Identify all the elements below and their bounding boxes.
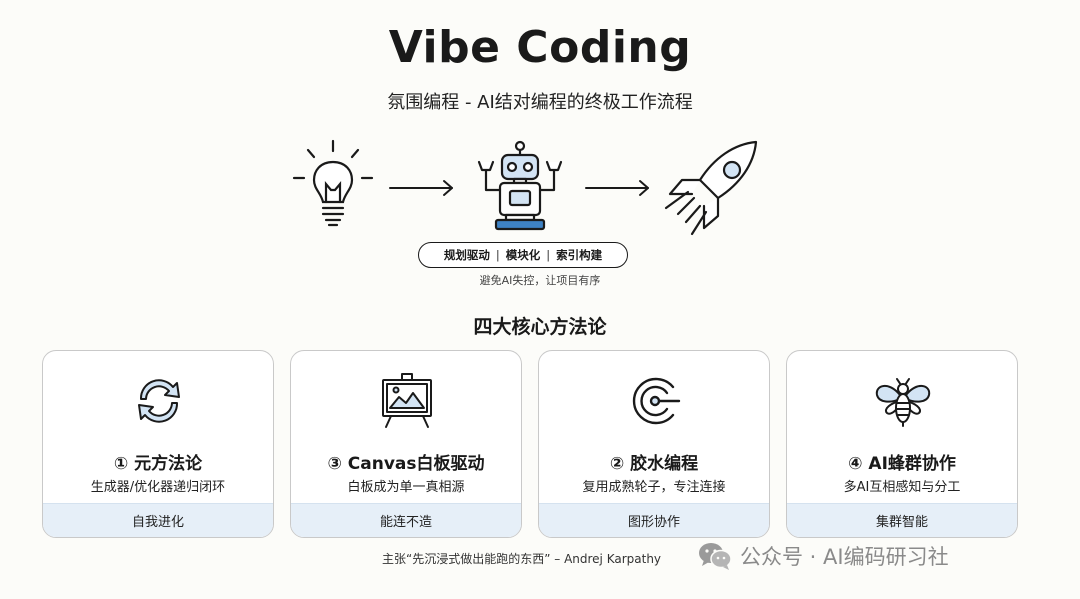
wechat-icon — [699, 543, 732, 570]
page-title: Vibe Coding — [388, 22, 692, 73]
lightbulb-icon — [292, 139, 374, 227]
card-description: 白板成为单一真相源 — [347, 480, 465, 495]
bee-icon — [875, 378, 931, 427]
watermark: 公众号 · AI编码研习社 — [698, 540, 949, 572]
pill-item: 模块化 — [505, 248, 541, 262]
card-description: 生成器/优化器递归闭环 — [90, 480, 226, 495]
card-title: ① 元方法论 — [113, 454, 203, 474]
card-footer: 自我进化 — [43, 503, 273, 537]
pill-note: 避免AI失控，让项目有序 — [479, 274, 601, 287]
page-subtitle: 氛围编程 - AI结对编程的终极工作流程 — [387, 92, 693, 113]
pill-item: 索引构建 — [556, 248, 603, 262]
robot-icon — [477, 140, 563, 231]
pill-separator: | — [495, 248, 500, 262]
methodology-card: ② 胶水编程 复用成熟轮子，专注连接 图形协作 — [538, 350, 770, 538]
card-footer: 能连不造 — [291, 503, 521, 537]
methodology-card: ① 元方法论 生成器/优化器递归闭环 自我进化 — [42, 350, 274, 538]
card-description: 多AI互相感知与分工 — [843, 480, 961, 495]
refresh-cycle-icon — [138, 379, 180, 423]
methodology-card: ③ Canvas白板驱动 白板成为单一真相源 能连不造 — [290, 350, 522, 538]
card-title: ④ AI蜂群协作 — [848, 454, 956, 474]
rocket-icon — [664, 140, 758, 236]
card-description: 复用成熟轮子，专注连接 — [582, 480, 726, 495]
card-title: ② 胶水编程 — [609, 454, 699, 474]
methodology-card: ④ AI蜂群协作 多AI互相感知与分工 集群智能 — [786, 350, 1018, 538]
watermark-text: 公众号 · AI编码研习社 — [740, 545, 949, 569]
whiteboard-icon — [382, 373, 432, 428]
pill-item: 规划驱动 — [443, 248, 490, 262]
section-title: 四大核心方法论 — [473, 316, 607, 338]
glue-target-icon — [632, 377, 681, 425]
karpathy-quote: 主张“先沉浸式做出能跑的东西” – Andrej Karpathy — [382, 552, 662, 566]
arrow-right-icon — [585, 180, 649, 196]
card-footer: 集群智能 — [787, 503, 1017, 537]
card-footer: 图形协作 — [539, 503, 769, 537]
pill-separator: | — [546, 248, 551, 262]
card-title: ③ Canvas白板驱动 — [327, 454, 485, 474]
arrow-right-icon — [389, 180, 453, 196]
principles-pill: 规划驱动 | 模块化 | 索引构建 — [418, 242, 628, 268]
